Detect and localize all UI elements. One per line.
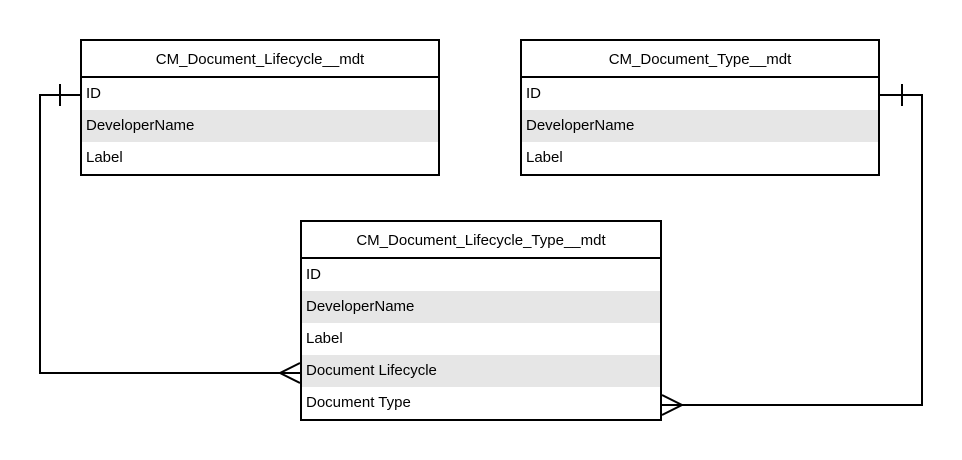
relationship-type-line[interactable] xyxy=(662,94,923,406)
entity-table-cm-document-type[interactable]: CM_Document_Type__mdt ID DeveloperName L… xyxy=(520,39,880,176)
many-crow-foot-icon xyxy=(279,362,301,384)
relationship-type-to-junction[interactable] xyxy=(661,84,923,416)
relationship-lifecycle-to-junction[interactable] xyxy=(39,84,301,384)
relationship-lifecycle-line[interactable] xyxy=(39,94,300,374)
field-row-developername[interactable]: DeveloperName xyxy=(522,110,878,142)
entity-title: CM_Document_Type__mdt xyxy=(522,41,878,78)
field-row-id[interactable]: ID xyxy=(526,85,541,102)
field-row-developername[interactable]: DeveloperName xyxy=(82,110,438,142)
entity-table-cm-document-lifecycle-type[interactable]: CM_Document_Lifecycle_Type__mdt ID Devel… xyxy=(300,220,662,421)
field-row-document-lifecycle[interactable]: Document Lifecycle xyxy=(302,355,660,387)
entity-title: CM_Document_Lifecycle__mdt xyxy=(82,41,438,78)
field-row-label[interactable]: Label xyxy=(86,149,123,166)
field-row-label[interactable]: Label xyxy=(526,149,563,166)
field-row-document-type[interactable]: Document Type xyxy=(306,394,411,411)
entity-title: CM_Document_Lifecycle_Type__mdt xyxy=(302,222,660,259)
field-row-id[interactable]: ID xyxy=(86,85,101,102)
field-row-label[interactable]: Label xyxy=(306,330,343,347)
entity-table-cm-document-lifecycle[interactable]: CM_Document_Lifecycle__mdt ID DeveloperN… xyxy=(80,39,440,176)
field-row-developername[interactable]: DeveloperName xyxy=(302,291,660,323)
field-row-id[interactable]: ID xyxy=(306,266,321,283)
many-crow-foot-icon xyxy=(661,394,683,416)
